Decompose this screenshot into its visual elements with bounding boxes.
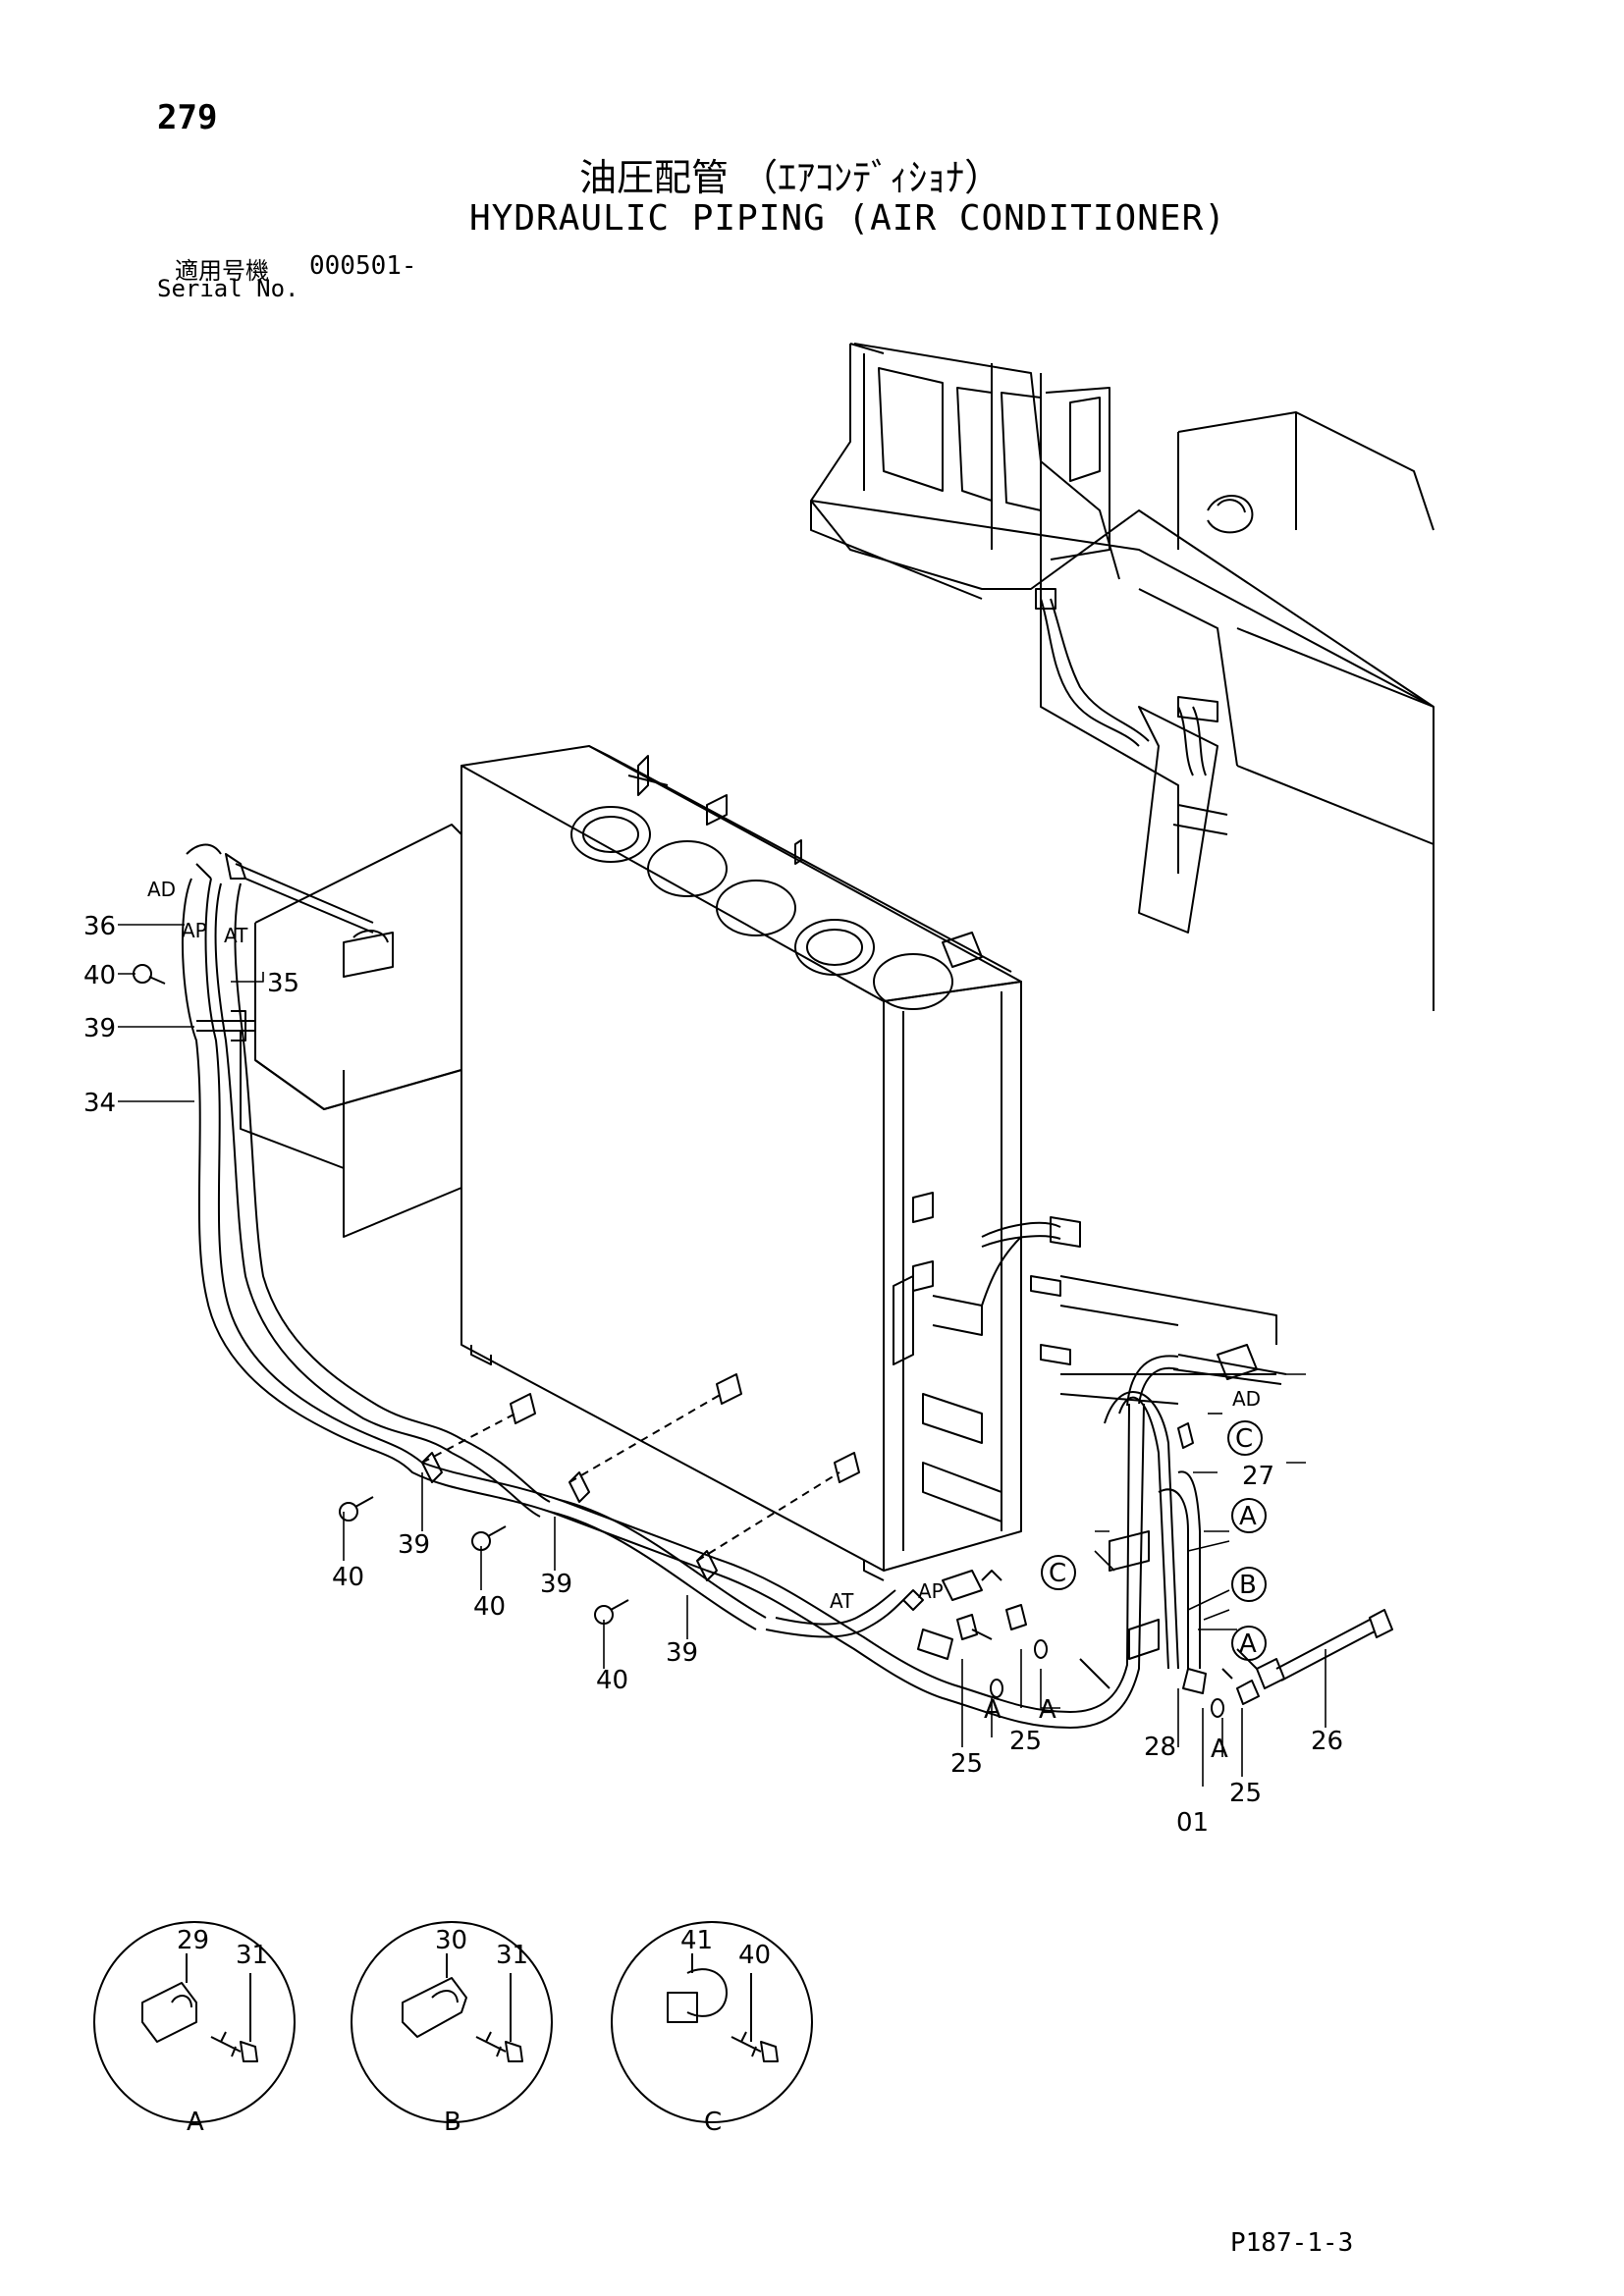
port-label-ad: AD (147, 878, 176, 901)
callout-25: 25 (950, 1749, 983, 1779)
detail-a-part-label: 29 (177, 1926, 209, 1955)
page-number: 279 (157, 98, 218, 137)
machine-cab-structure (810, 343, 1435, 1011)
detail-circle-c (611, 1921, 813, 2123)
detail-a-letter: A (187, 2108, 204, 2137)
callout-39: 39 (83, 1014, 116, 1043)
callout-27: 27 (1242, 1462, 1274, 1491)
port-label-at: AT (224, 924, 248, 947)
hose-26 (1256, 1609, 1393, 1689)
mounting-dash-lines (421, 1393, 840, 1562)
callout-39: 39 (540, 1570, 572, 1599)
serial-number-value: 000501- (309, 251, 417, 281)
serial-label-japanese: 適用号機 (175, 257, 269, 285)
sheet-code: P187-1-3 (1230, 2228, 1354, 2258)
detail-a-part-label: 31 (236, 1941, 268, 1970)
reference-letter-a: A (1239, 1629, 1257, 1659)
callout-40: 40 (473, 1592, 506, 1622)
detail-b-part-label: 31 (496, 1941, 528, 1970)
oil-cooler-box (240, 824, 462, 1238)
callout-28: 28 (1144, 1733, 1176, 1762)
hose-route-34 (181, 843, 767, 1630)
detail-c-part-label: 41 (680, 1926, 713, 1955)
callout-26: 26 (1311, 1727, 1343, 1756)
detail-b-part-label: 30 (435, 1926, 467, 1955)
callout-01: 01 (1176, 1808, 1209, 1838)
port-label-ap: AP (182, 919, 207, 942)
reference-letter-a: A (1211, 1735, 1228, 1764)
page-title: HYDRAULIC PIPING (AIR CONDITIONER) (469, 198, 1226, 239)
callout-34: 34 (83, 1089, 116, 1118)
hydraulic-tank (460, 745, 1277, 1581)
callout-39: 39 (666, 1638, 698, 1668)
callout-35: 35 (267, 969, 299, 998)
reference-letter-a: A (1239, 1502, 1257, 1531)
serial-label: Serial No. (157, 275, 299, 302)
reference-letter-a: A (1039, 1695, 1056, 1725)
detail-circle-a (93, 1921, 296, 2123)
page-title-japanese: 油圧配管 （ｴｱｺﾝﾃﾞｨｼｮﾅ） (579, 156, 1002, 199)
clamp-brackets (196, 1010, 860, 1581)
detail-circle-b (351, 1921, 553, 2123)
port-label-ap: AP (918, 1579, 944, 1603)
callout-25: 25 (1009, 1727, 1042, 1756)
callout-40: 40 (332, 1563, 364, 1592)
reference-markers (1041, 1420, 1267, 1661)
detail-c-letter: C (704, 2108, 722, 2137)
leader-lines (118, 924, 1326, 1787)
port-label-at: AT (830, 1589, 854, 1613)
reference-letter-b: B (1239, 1571, 1257, 1600)
callout-36: 36 (83, 912, 116, 941)
reference-letter-c: C (1049, 1559, 1066, 1588)
callout-40: 40 (83, 961, 116, 990)
reference-letter-a: A (984, 1695, 1001, 1725)
detail-c-part-label: 40 (738, 1941, 771, 1970)
callout-39: 39 (398, 1530, 430, 1560)
fittings-25 (956, 1604, 1260, 1718)
port-label-ad: AD (1232, 1387, 1261, 1411)
hose-route-lower (549, 1344, 1287, 1729)
detail-b-letter: B (444, 2108, 461, 2137)
callout-40: 40 (596, 1666, 628, 1695)
callout-25: 25 (1229, 1779, 1262, 1808)
reference-letter-c: C (1235, 1424, 1253, 1454)
